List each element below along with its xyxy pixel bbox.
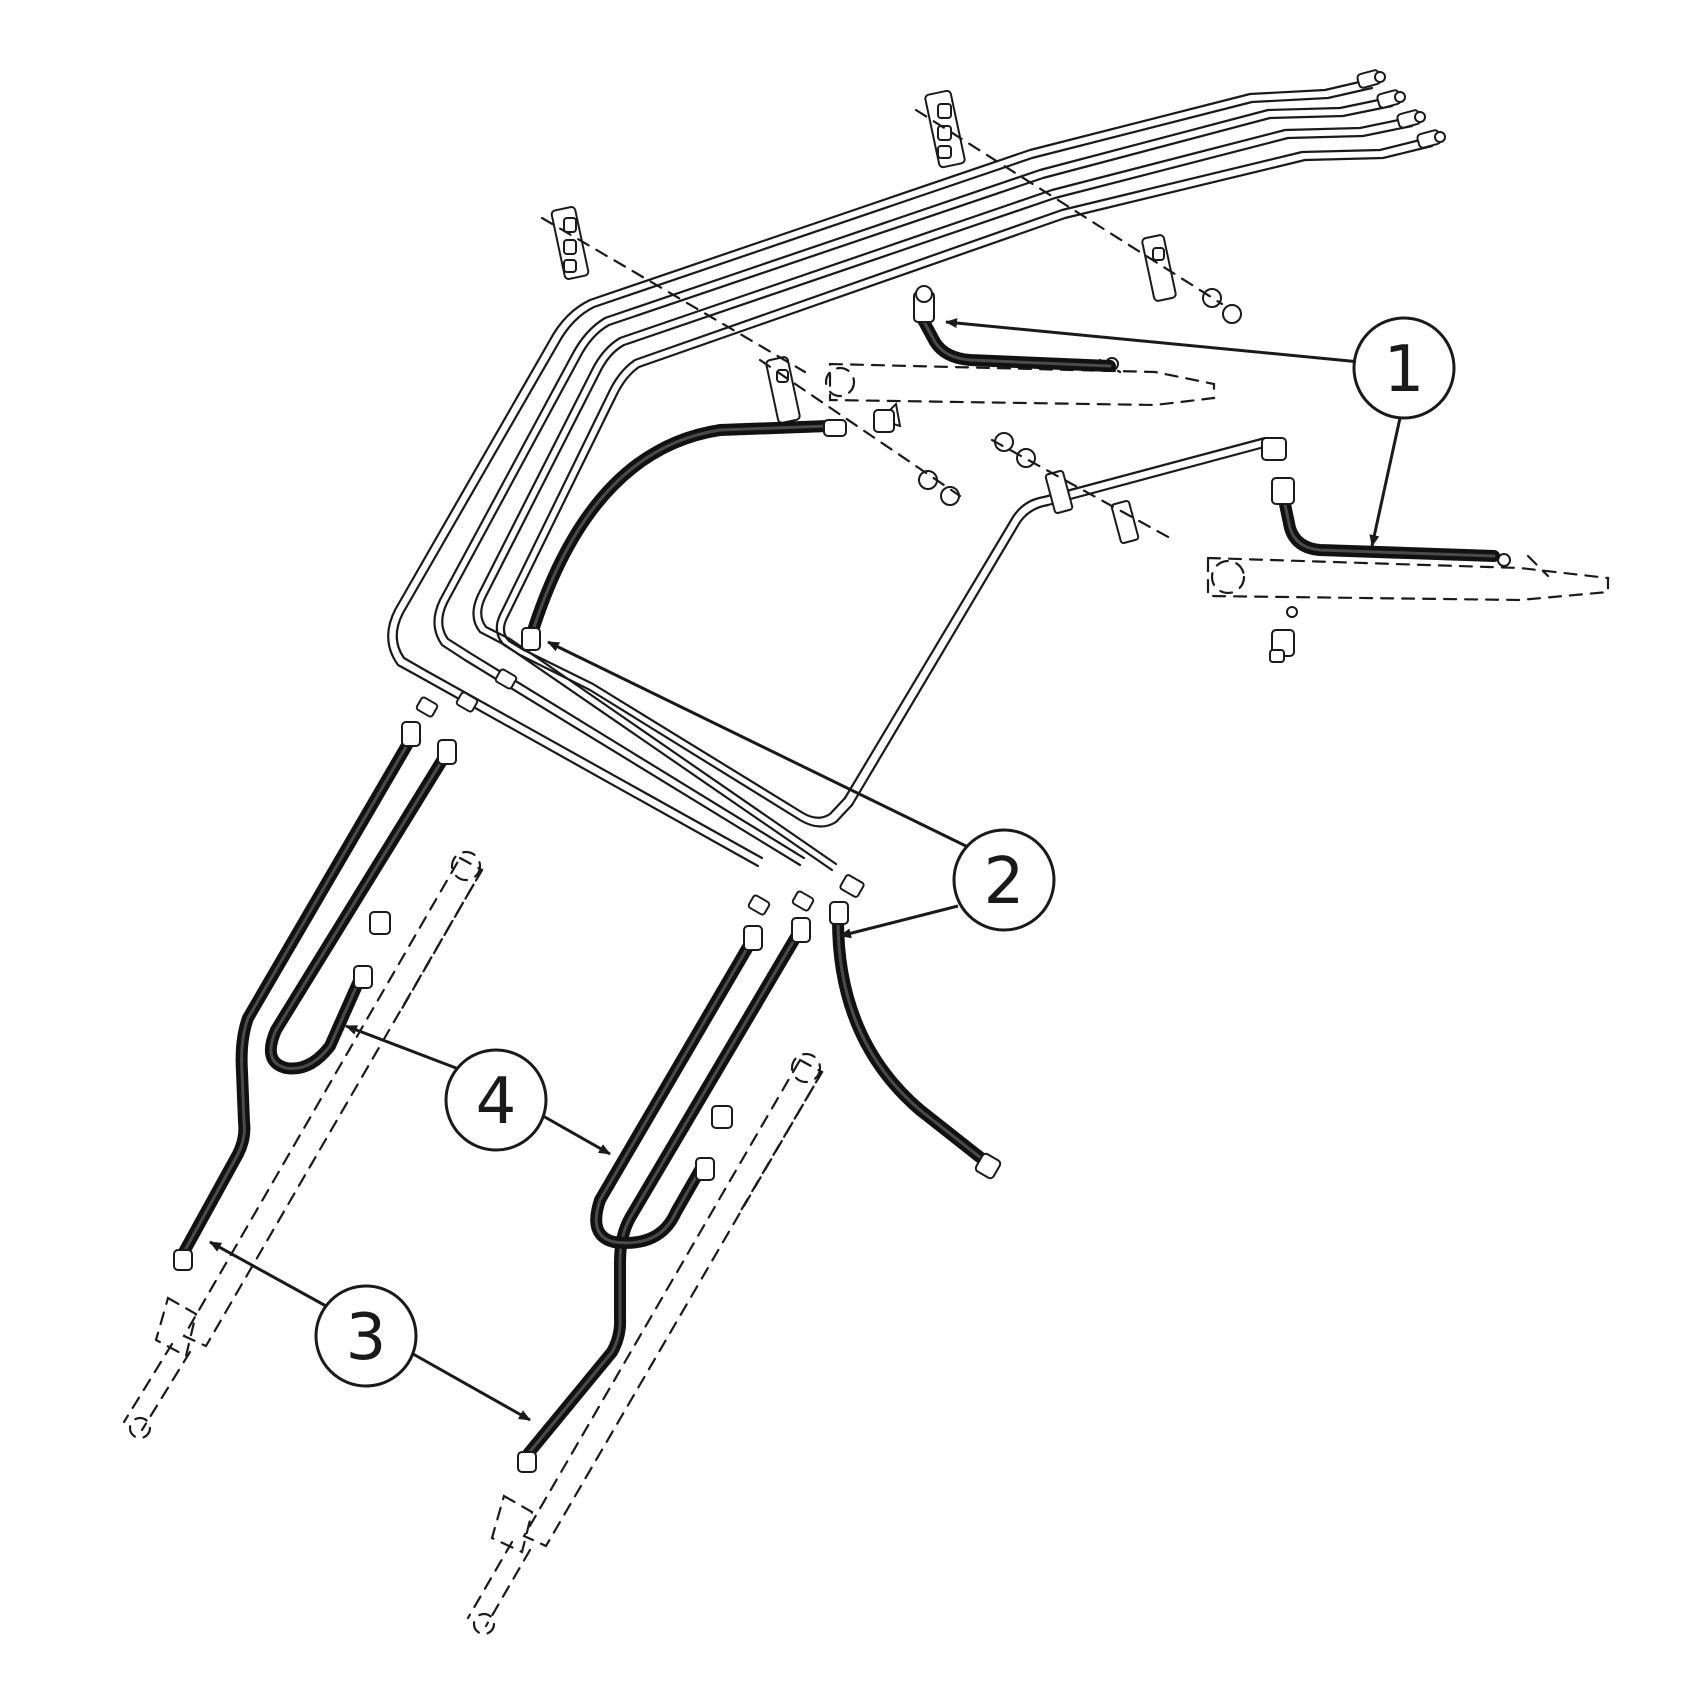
tube-clamps [540, 89, 1242, 544]
hose-3-right [517, 917, 811, 1473]
clamp-2 [924, 89, 966, 169]
hose-4-left [264, 739, 457, 1075]
steel-tube-bundle [387, 69, 1446, 916]
callout-3-label: 3 [346, 1301, 387, 1375]
clamp-3 [1141, 234, 1177, 302]
branch-tube [843, 436, 1270, 807]
hose-1-lower [1261, 437, 1500, 562]
hose-2-upper [521, 419, 847, 651]
lift-cylinder-left [122, 850, 484, 1440]
hose-2-lower [829, 901, 1002, 1180]
hose-3-left [173, 721, 421, 1271]
callout-1: 1 [1352, 316, 1456, 420]
callout-arrows [209, 318, 1402, 1422]
cylinder-upper [824, 357, 1216, 433]
callout-2-label: 2 [984, 845, 1025, 919]
lift-cylinder-right [466, 1052, 824, 1636]
steel-tube-a [387, 78, 1374, 868]
steel-tube-b [433, 96, 1394, 867]
bend-fittings [415, 668, 865, 916]
cylinder-lower-right [1206, 553, 1610, 663]
steel-tube-d [495, 136, 1434, 828]
callout-3: 3 [314, 1284, 418, 1388]
hose-1-upper [913, 285, 1116, 372]
callout-4-label: 4 [476, 1065, 517, 1139]
callout-1-label: 1 [1384, 333, 1425, 407]
clamp-5 [1044, 470, 1140, 544]
hose-4-right [590, 925, 763, 1249]
callout-2: 2 [952, 828, 1056, 932]
clamp-nuts [918, 288, 1242, 506]
tube-end-fittings [1356, 69, 1446, 149]
steel-tube-c [472, 116, 1414, 872]
callout-4: 4 [444, 1048, 548, 1152]
